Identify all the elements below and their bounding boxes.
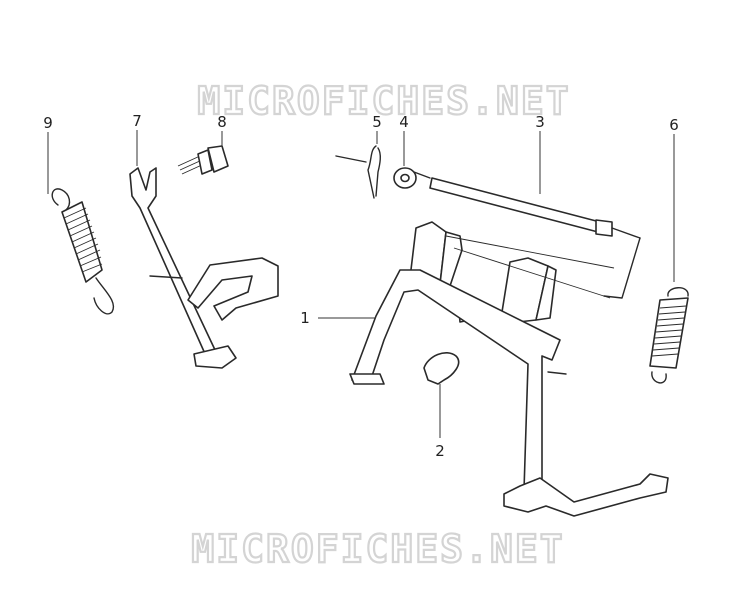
part-6-spring (649, 287, 689, 384)
callout-2: 2 (435, 442, 445, 460)
part-7-side-stand (129, 167, 279, 369)
callout-5: 5 (372, 113, 382, 131)
callout-8: 8 (217, 113, 227, 131)
part-1-main-stand (349, 221, 669, 517)
part-5-cotter-pin (367, 145, 381, 199)
part-2-stopper (423, 352, 460, 385)
watermark-bottom: MICROFICHES.NET (191, 527, 564, 571)
callout-1: 1 (300, 309, 310, 327)
callout-9: 9 (43, 114, 53, 132)
watermark-top: MICROFICHES.NET (197, 79, 570, 123)
part-9-spring (51, 188, 115, 315)
callout-3: 3 (535, 113, 545, 131)
callout-4: 4 (399, 113, 409, 131)
leader-lines (47, 130, 675, 438)
part-8-bolt (177, 145, 229, 175)
part-3-pivot-shaft (335, 155, 641, 299)
part-4-washer (393, 167, 417, 189)
callout-6: 6 (669, 116, 679, 134)
callout-7: 7 (132, 112, 142, 130)
